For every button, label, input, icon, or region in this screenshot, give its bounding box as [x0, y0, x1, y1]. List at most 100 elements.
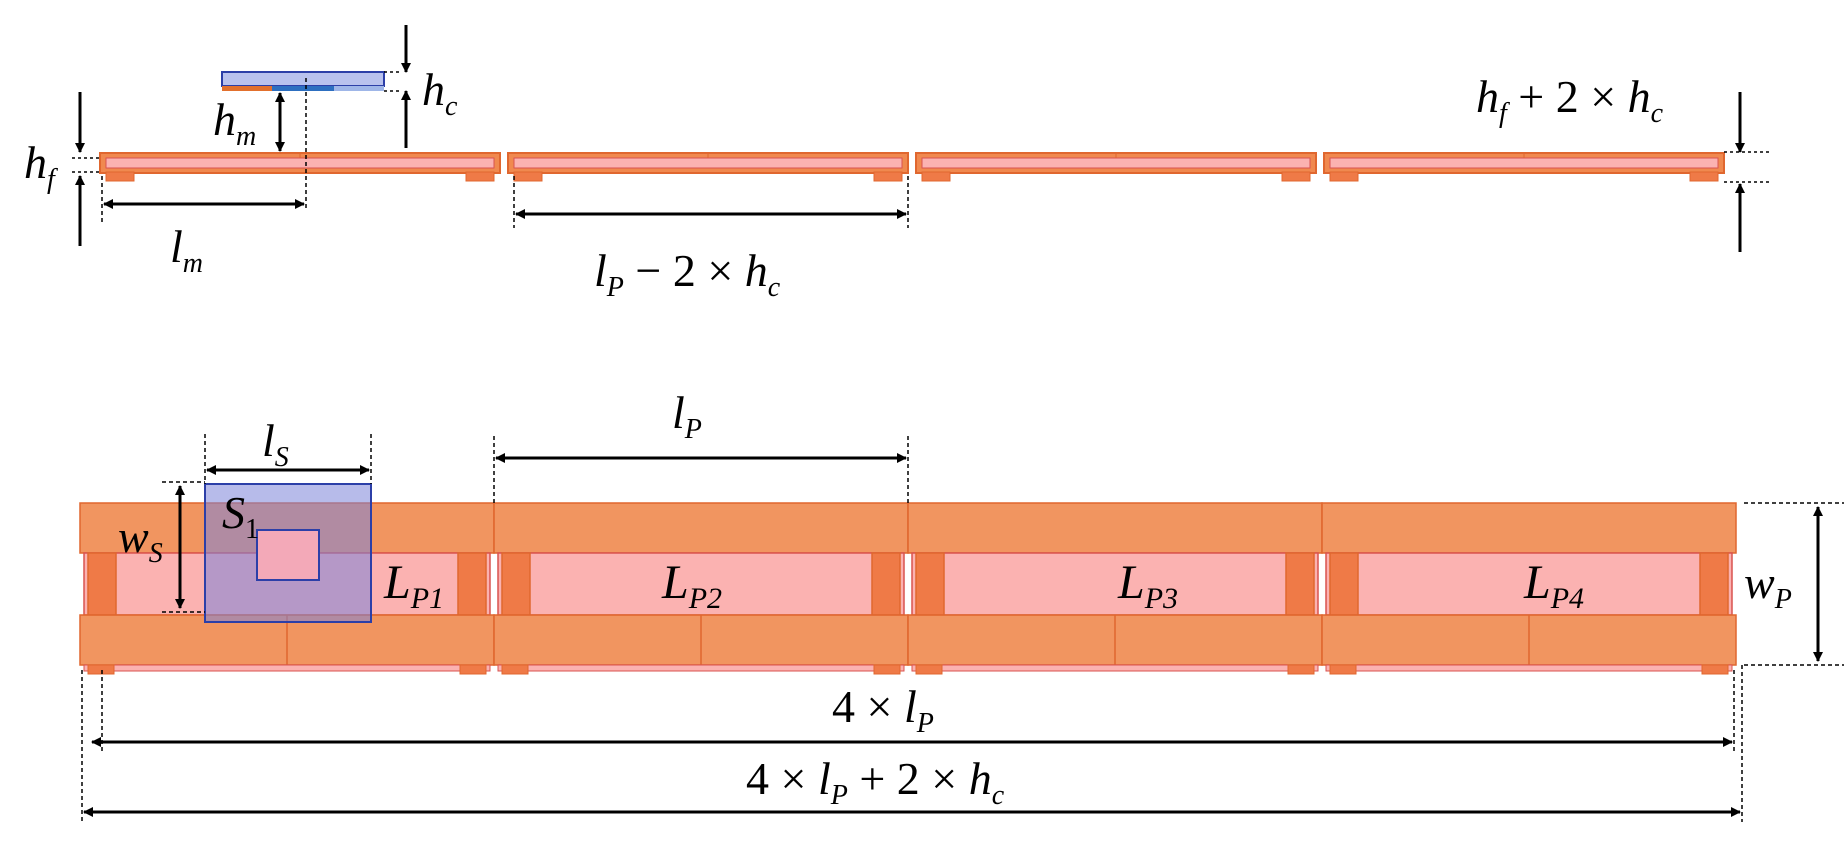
- pad-label-sub: P2: [688, 582, 722, 615]
- pad-label-1: LP1: [383, 556, 444, 615]
- hm-label-sub: m: [236, 121, 256, 152]
- svg-text:wS: wS: [118, 511, 163, 569]
- side-strip-2: [507, 152, 909, 182]
- svg-text:lP: lP: [672, 387, 702, 445]
- dim-hf: hf: [24, 92, 100, 246]
- dim-ws: wS: [118, 481, 205, 613]
- total-plus-hsub: c: [992, 780, 1005, 811]
- left-post: [501, 552, 531, 616]
- dim-hm: hm: [213, 78, 307, 210]
- pad-label-main: L: [1523, 556, 1551, 609]
- dim-hc: hc: [384, 25, 458, 148]
- svg-text:hc: hc: [422, 64, 458, 122]
- total-plus-l: l: [818, 753, 831, 804]
- pad-label-4: LP4: [1523, 556, 1584, 615]
- pad-label-main: L: [661, 556, 689, 609]
- top-frame-bar: [907, 502, 1323, 554]
- pad-label-2: LP2: [661, 556, 722, 615]
- right-post: [1285, 552, 1315, 616]
- hf-label-main: h: [24, 137, 47, 188]
- dim-lp: lP: [493, 387, 909, 506]
- svg-text:hf + 2 × hc: hf + 2 × hc: [1476, 71, 1664, 129]
- pad-label-sub: P3: [1144, 582, 1178, 615]
- ls-label-main: l: [262, 415, 275, 466]
- dim-total-4lp-plus-2hc: 4 × lP + 2 × hc: [83, 753, 1741, 817]
- pad-label-main: L: [1117, 556, 1145, 609]
- svg-text:lP − 2 × hc: lP − 2 × hc: [594, 245, 781, 303]
- hm-label-main: h: [213, 94, 236, 145]
- pad-label-main: L: [383, 556, 411, 609]
- dim-total-4lp: 4 × lP: [91, 681, 1733, 747]
- wp-label-sub: P: [1774, 584, 1792, 615]
- hf-plus-hsub: f: [1499, 98, 1510, 129]
- pad-label-3: LP3: [1117, 556, 1178, 615]
- left-post: [915, 552, 945, 616]
- side-frame-strips: [99, 152, 1725, 182]
- hc-label-sub: c: [445, 91, 458, 122]
- sensor-s1: S1: [204, 483, 372, 623]
- dim-hf-plus-2hc: hf + 2 × hc: [1476, 71, 1770, 252]
- svg-text:wP: wP: [1744, 557, 1792, 615]
- total-pre: 4 ×: [832, 681, 904, 732]
- total-plus-op: + 2 ×: [848, 753, 969, 804]
- lm-label-main: l: [170, 221, 183, 272]
- hf-label-sub: f: [47, 164, 58, 195]
- wp-label-main: w: [1744, 557, 1775, 608]
- s1-label-main: S: [222, 487, 245, 538]
- side-strip-3: [915, 152, 1317, 182]
- hf-plus-h2: h: [1628, 71, 1651, 122]
- ws-label-sub: S: [149, 538, 163, 569]
- total-plus-h: h: [969, 753, 992, 804]
- svg-text:S1: S1: [222, 487, 259, 545]
- svg-text:4 × lP + 2 × hc: 4 × lP + 2 × hc: [746, 753, 1005, 811]
- total-plus-lsub: P: [830, 780, 848, 811]
- right-post: [1699, 552, 1729, 616]
- ls-label-sub: S: [275, 442, 289, 473]
- hf-plus-h2sub: c: [1651, 98, 1664, 129]
- lp-minus-hsub: c: [768, 272, 781, 303]
- side-strip-4: [1323, 152, 1725, 182]
- lp-minus-op: − 2 ×: [624, 245, 745, 296]
- pad-cell-3: [907, 502, 1323, 675]
- pad-area: [911, 552, 1319, 616]
- top-frame-bar: [493, 502, 909, 554]
- dim-wp: wP: [1744, 502, 1844, 666]
- side-view: hc hm hf lm lP − 2 × hc: [24, 25, 1770, 303]
- top-cells: [79, 502, 1737, 675]
- dim-lp-minus-2hc: lP − 2 × hc: [513, 176, 909, 303]
- left-post: [1329, 552, 1359, 616]
- svg-text:lS: lS: [262, 415, 289, 473]
- lp-minus-l: l: [594, 245, 607, 296]
- left-post: [87, 552, 117, 616]
- side-strip-1: [99, 152, 501, 182]
- pad-label-sub: P4: [1550, 582, 1584, 615]
- lp-label-main: l: [672, 387, 685, 438]
- ws-label-main: w: [118, 511, 149, 562]
- svg-text:4 × lP: 4 × lP: [832, 681, 934, 739]
- top-frame-bar: [1321, 502, 1737, 554]
- svg-text:hf: hf: [24, 137, 58, 195]
- hf-plus-op: + 2 ×: [1507, 71, 1628, 122]
- total-l: l: [904, 681, 917, 732]
- pad-cell-4: [1321, 502, 1737, 675]
- svg-text:lm: lm: [170, 221, 203, 279]
- pad-area: [497, 552, 905, 616]
- sensor-module-side: [221, 71, 385, 91]
- lm-label-sub: m: [183, 248, 203, 279]
- lp-label-sub: P: [684, 414, 702, 445]
- hf-plus-h: h: [1476, 71, 1499, 122]
- total-lsub: P: [916, 708, 934, 739]
- hc-label-main: h: [422, 64, 445, 115]
- pad-area: [1325, 552, 1733, 616]
- right-post: [871, 552, 901, 616]
- pad-label-sub: P1: [410, 582, 444, 615]
- dim-lm: lm: [101, 176, 305, 279]
- lp-minus-h: h: [745, 245, 768, 296]
- s1-label-sub: 1: [245, 514, 259, 545]
- pad-cell-2: [493, 502, 909, 675]
- dim-ls: lS: [204, 415, 372, 484]
- total-plus-pre: 4 ×: [746, 753, 818, 804]
